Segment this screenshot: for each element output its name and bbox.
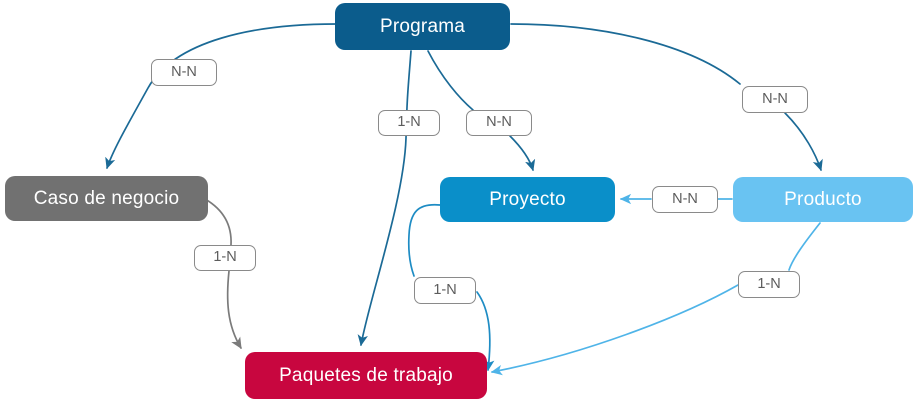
edge-label-caso-de-negocio-paquetes-de-trabajo[interactable]: 1-N (194, 245, 256, 271)
edge-producto-paquetes-de-trabajo (490, 284, 739, 376)
edge-programa-paquetes-de-trabajo (357, 50, 412, 347)
edge-producto-paquetes-de-trabajo (788, 222, 821, 271)
node-caso-de-negocio[interactable]: Caso de negocio (5, 176, 208, 221)
cardinality-text: N-N (672, 190, 698, 207)
edge-label-programa-caso-de-negocio[interactable]: N-N (151, 59, 217, 86)
edge-label-producto-proyecto[interactable]: N-N (652, 186, 718, 213)
edge-programa-proyecto (509, 135, 536, 172)
node-paquetes-de-trabajo[interactable]: Paquetes de trabajo (245, 352, 487, 399)
edge-label-programa-paquetes-de-trabajo[interactable]: 1-N (378, 110, 440, 136)
edge-label-programa-proyecto[interactable]: N-N (466, 110, 532, 136)
cardinality-text: N-N (486, 114, 512, 131)
edge-label-programa-producto[interactable]: N-N (742, 86, 808, 113)
edge-programa-proyecto (427, 50, 474, 111)
node-proyecto[interactable]: Proyecto (440, 177, 615, 222)
node-label: Caso de negocio (33, 187, 180, 209)
node-label: Paquetes de trabajo (279, 364, 453, 386)
edge-programa-caso-de-negocio (105, 23, 337, 170)
cardinality-text: 1-N (433, 281, 457, 298)
cardinality-text: N-N (762, 90, 788, 107)
edge-proyecto-paquetes-de-trabajo (476, 291, 495, 372)
edge-label-producto-paquetes-de-trabajo[interactable]: 1-N (738, 271, 800, 298)
node-producto[interactable]: Producto (733, 177, 913, 222)
node-label: Programa (379, 15, 466, 37)
edge-caso-de-negocio-paquetes-de-trabajo (204, 198, 232, 246)
cardinality-text: 1-N (757, 275, 781, 292)
node-programa[interactable]: Programa (335, 3, 510, 50)
cardinality-text: 1-N (397, 114, 421, 131)
cardinality-text: N-N (171, 63, 197, 80)
edge-programa-producto (510, 23, 741, 85)
node-label: Proyecto (489, 188, 566, 210)
edge-programa-producto (784, 112, 823, 172)
node-label: Producto (784, 188, 862, 210)
cardinality-text: 1-N (213, 249, 237, 266)
edge-proyecto-paquetes-de-trabajo (407, 203, 441, 277)
edge-caso-de-negocio-paquetes-de-trabajo (226, 270, 242, 350)
edge-label-proyecto-paquetes-de-trabajo[interactable]: 1-N (414, 277, 476, 304)
